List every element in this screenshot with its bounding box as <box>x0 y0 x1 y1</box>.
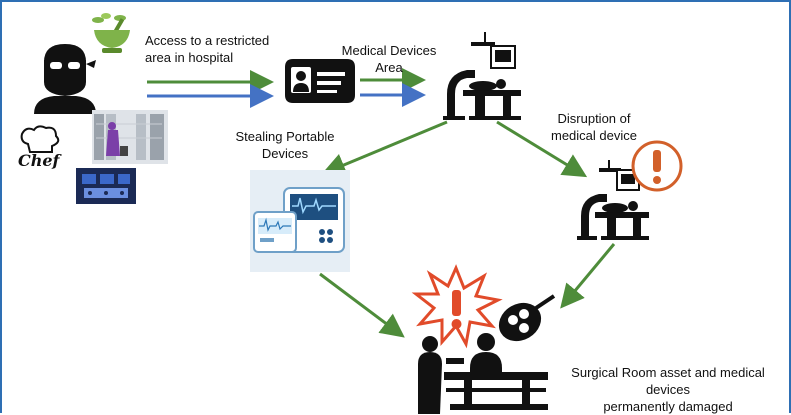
arrow-stealing-to-surgery <box>319 272 405 338</box>
label-devices-area-line-1: Medical Devices <box>341 43 437 58</box>
label-medical-devices-area: Medical Devices Area <box>324 42 454 76</box>
label-devices-area-line-2: Area <box>375 60 403 75</box>
electronics-board-photo <box>76 168 136 204</box>
arrow-area-to-disruption <box>496 120 588 178</box>
label-disruption-medical-device: Disruption of medical device <box>534 110 654 144</box>
label-stealing-portable-devices: Stealing Portable Devices <box>210 128 360 162</box>
label-access-restricted-area: Access to a restricted area in hospital <box>145 32 269 66</box>
label-access-line-2: area in hospital <box>145 50 234 65</box>
mortar-pestle-icon <box>92 13 130 53</box>
scanner-warning-icon <box>577 140 683 240</box>
surgery-room-icon <box>411 264 556 414</box>
server-room-photo <box>92 110 168 164</box>
label-access-line-1: Access to a restricted <box>145 33 270 48</box>
label-disruption-line-1: Disruption of <box>557 111 631 126</box>
arrow-disruption-to-surgery <box>560 243 616 309</box>
label-surgical-room-damaged: Surgical Room asset and medical devices … <box>548 364 788 415</box>
label-disruption-line-2: medical device <box>551 128 637 143</box>
label-outcome-line-1: Surgical Room asset and medical devices <box>571 365 765 397</box>
portable-monitor-icon <box>250 170 350 272</box>
chef-hat-icon: Chef <box>18 125 63 170</box>
label-stealing-line-1: Stealing Portable <box>235 129 335 144</box>
id-badge-icon <box>285 59 355 103</box>
label-stealing-line-2: Devices <box>261 146 309 161</box>
medical-scanner-icon <box>443 32 521 120</box>
label-outcome-line-2: permanently damaged <box>603 399 733 414</box>
arrow-area-to-stealing <box>321 120 448 177</box>
masked-intruder-icon <box>34 44 96 114</box>
svg-text:Chef: Chef <box>18 151 63 170</box>
